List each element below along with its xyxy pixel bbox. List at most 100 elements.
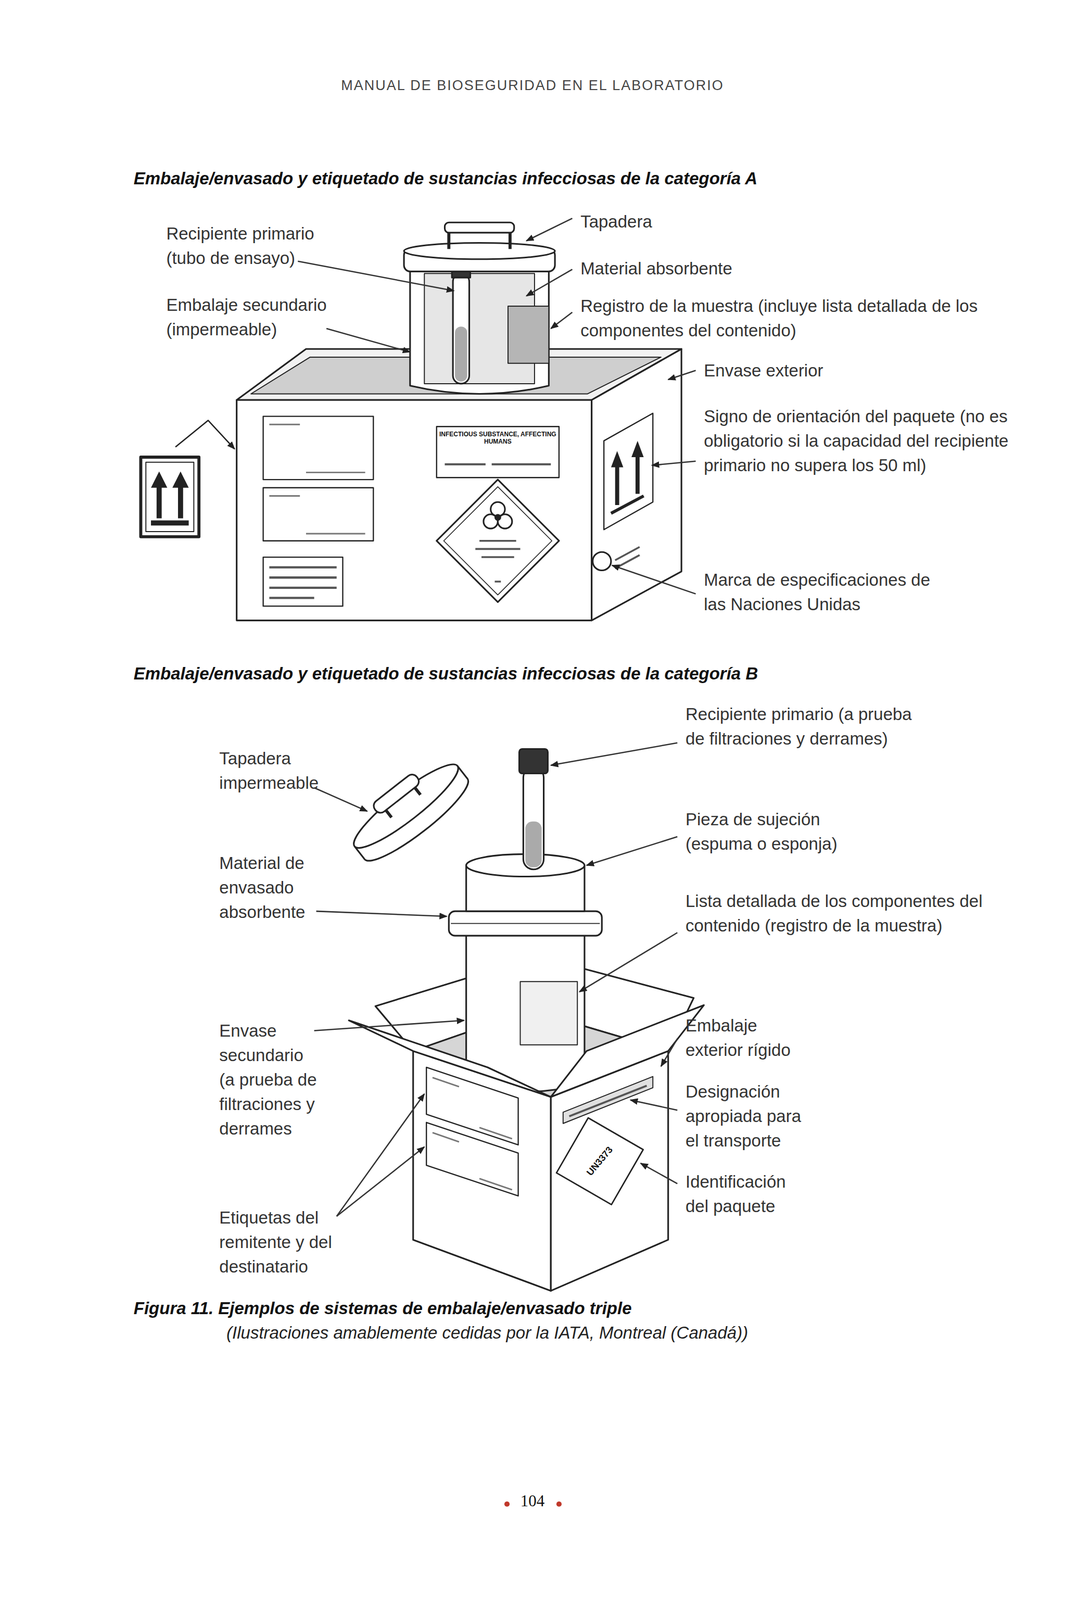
package-b [340,747,705,1291]
arrow-head [172,471,189,488]
un-mark-lines [615,546,640,568]
leader-line [579,932,678,992]
collar-line [450,922,600,924]
arrow-head [150,471,168,488]
leader-line [668,370,696,380]
leader-line [630,1099,678,1111]
leader-line [526,218,573,241]
leader-line [640,1162,678,1184]
label-lines [475,540,520,582]
lid-top [345,754,466,858]
responsible-person-label [263,556,344,606]
callout-label: Recipiente primario (tubo de ensayo) [166,221,350,271]
callout-label: Identificación del paquete [685,1169,808,1218]
box-flap [550,1004,704,1097]
leader-line [651,461,696,466]
section-heading: Embalaje/envasado y etiquetado de sustan… [133,663,758,684]
callout-label: Pieza de sujeción (espuma o esponja) [685,806,870,856]
orientation-arrows [617,450,638,505]
leader-line [661,1038,678,1066]
orientation-label [603,413,653,530]
arrow-head [611,450,624,467]
leader-line [175,420,235,449]
label-lines [444,463,551,466]
package-label-text: INFECTIOUS SUBSTANCE, AFFECTING HUMANS [438,430,557,446]
callout-label: Signo de orientación del paquete (no es … [703,403,1010,478]
leader-line [326,328,411,352]
label-lines [269,424,365,473]
leader-line [314,787,368,811]
callout-label: Envase exterior [703,358,823,383]
biohazard-core [495,514,501,520]
specimen-record [520,981,578,1045]
box-side [591,348,682,620]
leader-line [550,312,573,329]
callout-label: Recipiente primario (a prueba de filtrac… [685,701,931,751]
callout-label: Embalaje exterior rígido [685,1012,814,1062]
running-header: MANUAL DE BIOSEGURIDAD EN EL LABORATORIO [340,77,725,94]
leader-line [336,1093,425,1216]
lid-handle [371,771,422,816]
page-bullet [556,1501,562,1507]
orientation-bar [150,520,189,526]
leader-line [314,1020,465,1031]
callout-label: Designación apropiada para el transporte [685,1079,814,1153]
leader-line [586,836,678,866]
lid [340,747,477,871]
callout-label: Tapadera [580,209,653,234]
leader-line [612,565,696,594]
leader-line [550,742,678,766]
orientation-symbol-inner [145,462,194,532]
container-body [410,271,550,394]
page-bullet [504,1501,510,1507]
test-tube [452,273,469,384]
callout-label: Registro de la muestra (incluye lista de… [580,293,1009,343]
un-mark [592,551,612,570]
label-lines [269,495,365,534]
hazard-diamond-inner [443,486,553,595]
un3373-diamond [544,1106,655,1216]
tube-cap [519,749,549,774]
lid-top [403,242,555,259]
package-a [140,222,682,620]
sender-label [263,416,374,480]
lid-handle [444,222,514,233]
orientation-bar [611,495,644,513]
shipping-name [563,1076,653,1124]
callout-label: Tapadera impermeable [219,745,352,795]
substance-label [436,426,560,478]
callout-label: Etiquetas del remitente y del destinatar… [219,1204,352,1279]
tube-liquid [525,821,542,868]
callout-label: Marca de especificaciones de las Nacione… [703,567,949,617]
orientation-symbol [140,457,199,537]
callout-label: Lista detallada de los componentes del c… [685,888,992,938]
callout-label: Embalaje secundario (impermeable) [166,292,350,342]
orientation-arrows [159,483,181,519]
label-lines [269,567,337,599]
recipient-label [426,1122,518,1196]
figure-caption: Figura 11. Ejemplos de sistemas de embal… [133,1297,632,1319]
leader-line [316,910,448,917]
box-front [236,399,592,620]
arrow-head [631,440,644,458]
caption-credit: (Ilustraciones amablemente cedidas por l… [226,1322,748,1343]
leader-line [336,1146,425,1216]
callout-label: Envase secundario (a prueba de filtracio… [219,1018,322,1141]
leader-line [297,261,454,291]
section-heading: Embalaje/envasado y etiquetado de sustan… [133,168,758,189]
page-number: 104 [520,1491,545,1510]
recipient-label [263,487,374,541]
leader-line [526,269,573,296]
callout-label: Material absorbente [580,256,733,281]
biohazard-symbol [483,501,513,529]
lid-handle-posts [448,232,511,249]
specimen-record [508,306,549,364]
label-lines [432,1132,513,1190]
test-tube [523,767,544,870]
un-number: UN3373 [584,1144,615,1178]
callout-label: Material de envasado absorbente [219,850,342,924]
hazard-diamond [436,479,560,602]
